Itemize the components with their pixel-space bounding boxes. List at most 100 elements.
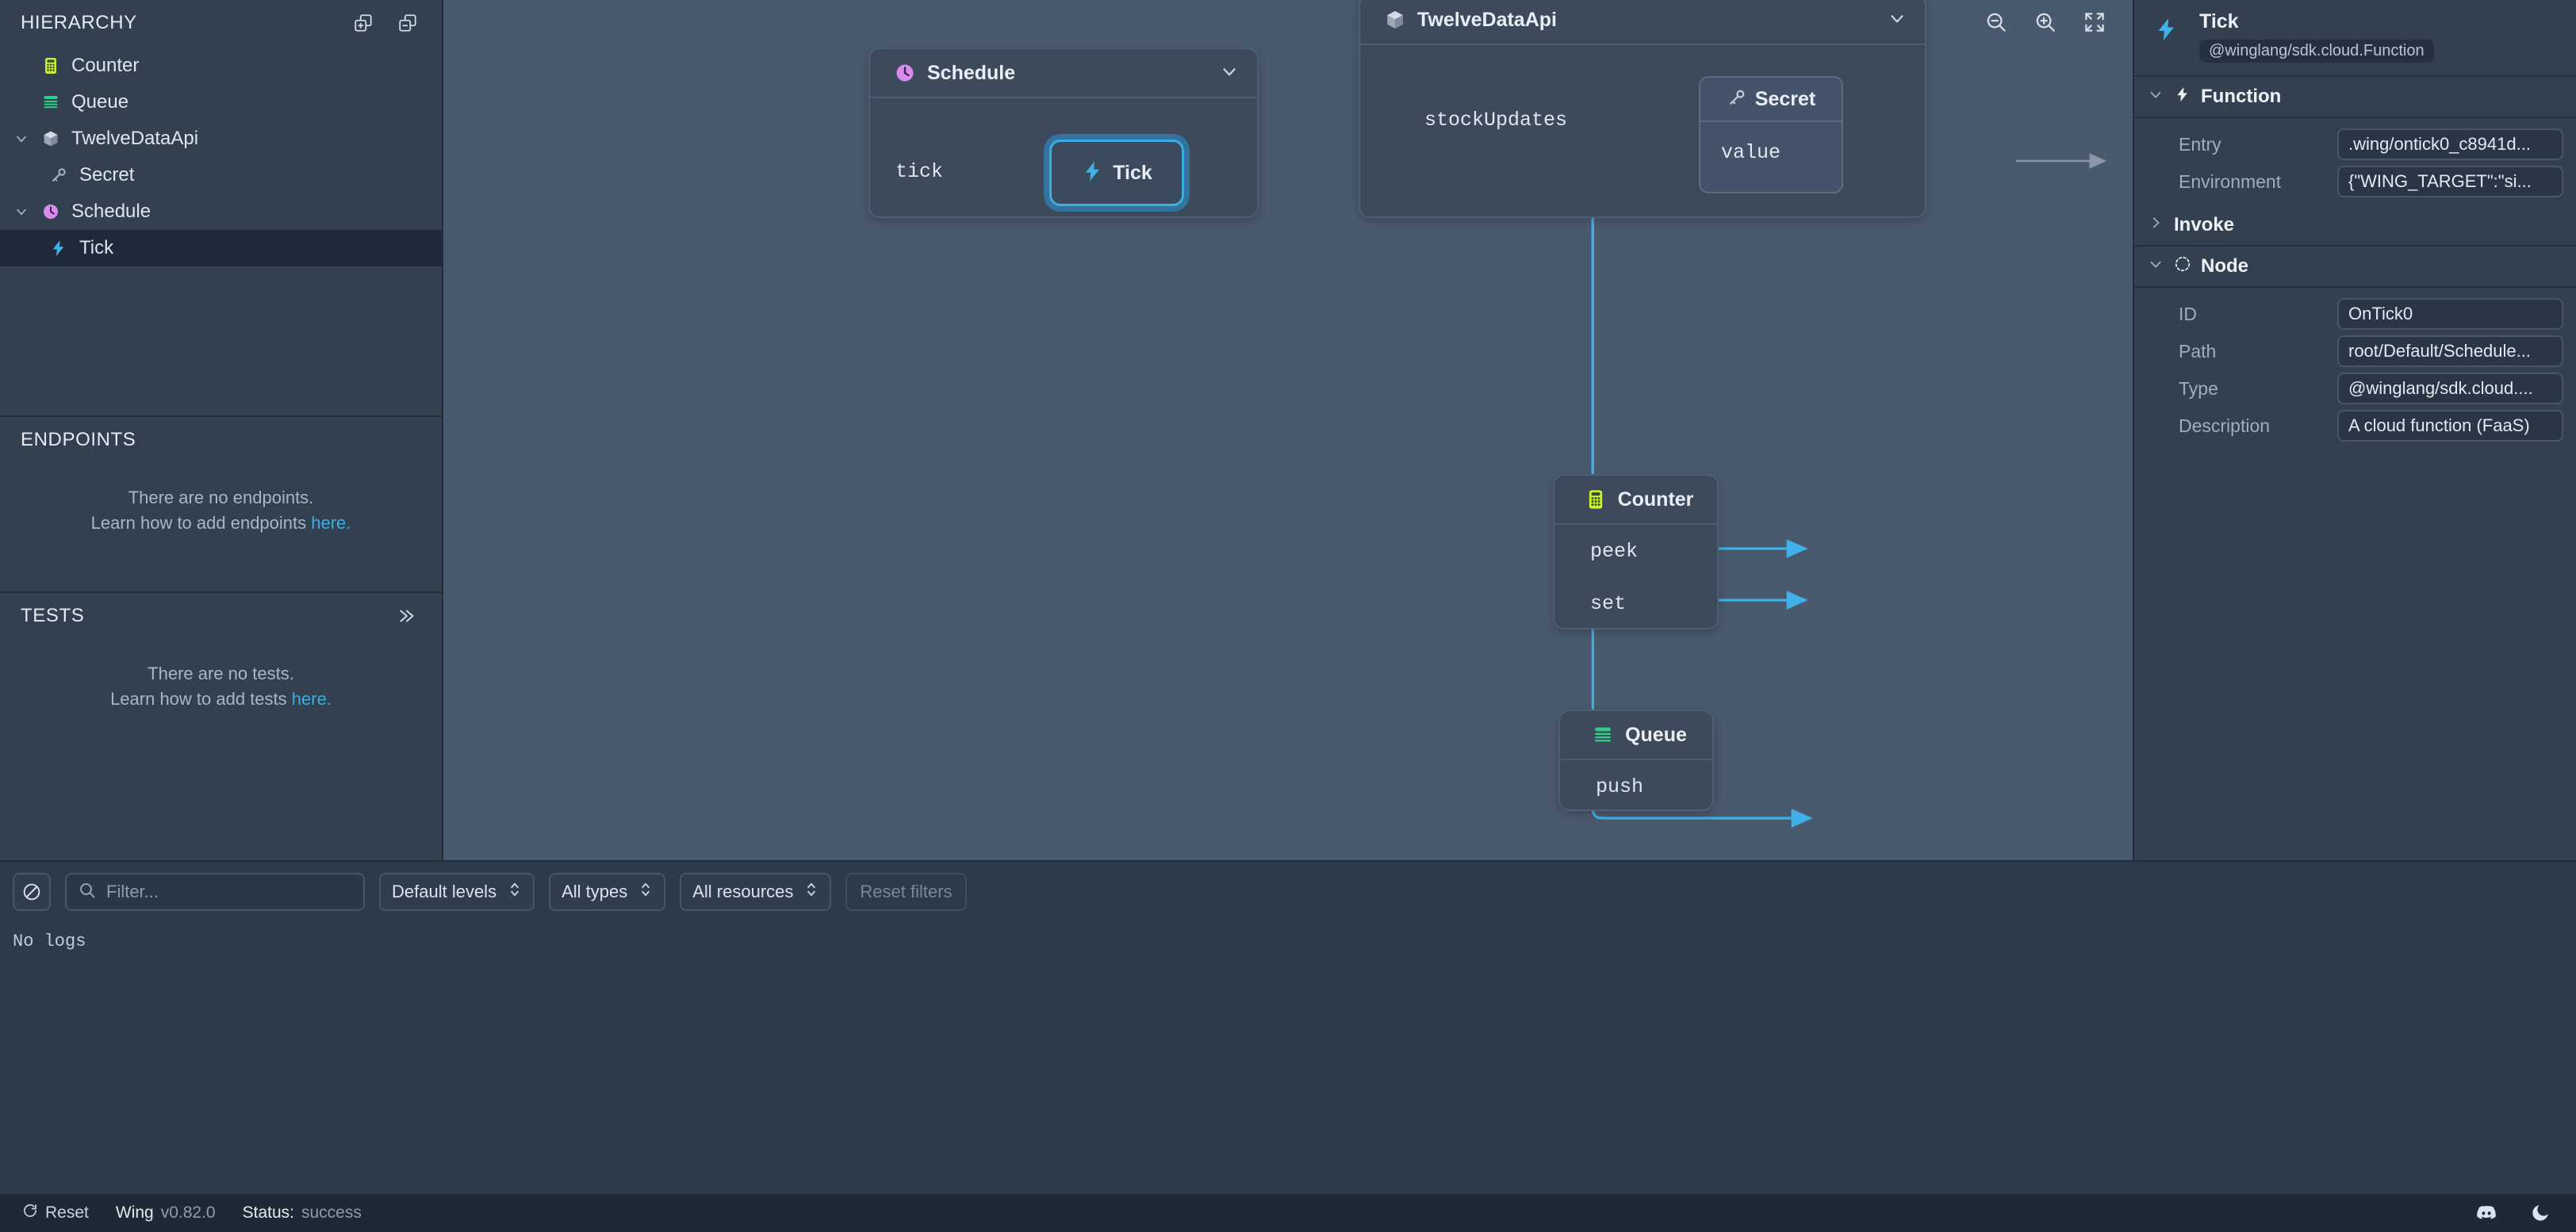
log-resources-select[interactable]: All resources: [680, 873, 832, 911]
field-value[interactable]: .wing/ontick0_c8941d...: [2337, 128, 2563, 160]
tree-item-twelvedataapi[interactable]: TwelveDataApi: [0, 121, 442, 157]
port-tick[interactable]: tick: [895, 160, 944, 183]
status-label: Status:: [242, 1203, 294, 1222]
cube-icon: [1378, 9, 1413, 31]
node-secret[interactable]: Secret value: [1699, 76, 1843, 193]
field-value[interactable]: root/Default/Schedule...: [2337, 335, 2563, 367]
field-label: Path: [2179, 340, 2217, 362]
function-icon: [2153, 11, 2188, 47]
hierarchy-header: HIERARCHY: [0, 0, 442, 46]
endpoints-help-link[interactable]: here.: [311, 512, 351, 533]
discord-icon[interactable]: [2473, 1199, 2500, 1226]
fit-screen-icon[interactable]: [2079, 6, 2110, 38]
divider: [0, 415, 442, 417]
function-icon: [1081, 159, 1105, 187]
clock-icon: [887, 62, 922, 84]
endpoints-empty-prefix: Learn how to add endpoints: [90, 512, 312, 533]
endpoints-empty-line2: Learn how to add endpoints here.: [0, 511, 442, 536]
node-schedule-header[interactable]: Schedule: [870, 49, 1257, 98]
zoom-out-icon[interactable]: [1980, 6, 2012, 38]
chevron-down-icon[interactable]: [1219, 61, 1240, 86]
inspector-section-node[interactable]: Node: [2134, 247, 2576, 288]
left-sidebar: HIERARCHY: [0, 0, 443, 860]
node-counter-header[interactable]: Counter: [1554, 476, 1717, 525]
dark-mode-icon[interactable]: [2527, 1199, 2554, 1226]
field-value[interactable]: OnTick0: [2337, 298, 2563, 330]
logs-toolbar: Default levels All types All resources R…: [0, 862, 2576, 920]
chevron-right-icon[interactable]: [2147, 214, 2164, 235]
function-icon: [43, 239, 75, 258]
node-twelvedataapi[interactable]: TwelveDataApi stockUpdates: [1359, 0, 1926, 218]
log-resources-label: All resources: [692, 882, 794, 901]
endpoints-title: ENDPOINTS: [21, 428, 136, 450]
chevron-down-icon[interactable]: [2147, 255, 2164, 277]
field-id: ID OnTick0: [2134, 296, 2576, 333]
hierarchy-tree: Counter Queue: [0, 46, 442, 266]
tests-empty-prefix: Learn how to add tests: [110, 688, 292, 709]
inspector-section-invoke[interactable]: Invoke: [2134, 205, 2576, 247]
tree-item-label: Schedule: [71, 201, 151, 222]
function-icon: [2174, 86, 2191, 107]
clock-icon: [35, 202, 67, 221]
search-icon: [78, 881, 97, 904]
tree-item-counter[interactable]: Counter: [0, 48, 442, 84]
zoom-in-icon[interactable]: [2030, 6, 2061, 38]
expand-all-icon[interactable]: [350, 10, 377, 36]
inspector-section-title: Function: [2201, 85, 2282, 107]
inspector-title: Tick: [2199, 10, 2239, 33]
node-twelvedataapi-header[interactable]: TwelveDataApi: [1360, 0, 1925, 45]
chevron-down-icon[interactable]: [2147, 86, 2164, 107]
app-version: v0.82.0: [160, 1203, 216, 1222]
endpoints-header: ENDPOINTS: [0, 417, 442, 463]
tree-item-queue[interactable]: Queue: [0, 84, 442, 121]
queue-icon: [35, 93, 67, 112]
field-description: Description A cloud function (FaaS): [2134, 407, 2576, 445]
log-levels-select[interactable]: Default levels: [379, 873, 535, 911]
tests-help-link[interactable]: here.: [291, 688, 332, 709]
run-all-tests-icon[interactable]: [394, 603, 421, 629]
node-queue[interactable]: Queue push: [1558, 710, 1714, 811]
inspector-section-function[interactable]: Function: [2134, 77, 2576, 118]
node-queue-header[interactable]: Queue: [1560, 711, 1712, 760]
port-stockupdates[interactable]: stockUpdates: [1424, 109, 1568, 132]
node-counter-title: Counter: [1617, 488, 1694, 511]
status-indicator: Status: success: [243, 1203, 362, 1222]
node-secret-header: Secret: [1700, 78, 1842, 122]
graph-canvas[interactable]: Schedule tick Tick: [443, 0, 2133, 860]
tests-empty-line2: Learn how to add tests here.: [0, 687, 442, 712]
node-tick[interactable]: Tick: [1049, 140, 1184, 206]
reset-button[interactable]: Reset: [22, 1203, 89, 1223]
tree-item-label: Counter: [71, 55, 140, 76]
clear-logs-icon[interactable]: [13, 873, 51, 911]
log-filter-field[interactable]: [65, 873, 365, 911]
field-value[interactable]: {"WING_TARGET":"si...: [2337, 166, 2563, 197]
key-icon: [43, 166, 75, 185]
tree-item-schedule[interactable]: Schedule: [0, 193, 442, 230]
node-schedule[interactable]: Schedule tick Tick: [868, 48, 1259, 218]
port-push[interactable]: push: [1596, 775, 1644, 798]
port-peek[interactable]: peek: [1590, 540, 1639, 563]
log-types-label: All types: [562, 882, 628, 901]
node-counter[interactable]: Counter peek set: [1553, 474, 1719, 629]
tree-item-tick[interactable]: Tick: [0, 230, 442, 266]
function-fields: Entry .wing/ontick0_c8941d... Environmen…: [2134, 118, 2576, 205]
chevron-down-icon[interactable]: [8, 131, 35, 147]
node-twelvedataapi-title: TwelveDataApi: [1417, 8, 1557, 31]
collapse-all-icon[interactable]: [394, 10, 421, 36]
port-value[interactable]: value: [1721, 141, 1781, 164]
chevron-down-icon[interactable]: [1887, 8, 1907, 33]
field-value[interactable]: @winglang/sdk.cloud....: [2337, 373, 2563, 404]
tree-item-secret[interactable]: Secret: [0, 157, 442, 193]
node-tick-label: Tick: [1113, 161, 1152, 184]
refresh-icon: [22, 1203, 38, 1223]
reset-filters-button[interactable]: Reset filters: [845, 873, 967, 911]
field-value[interactable]: A cloud function (FaaS): [2337, 410, 2563, 442]
version-info: Wing v0.82.0: [116, 1203, 216, 1222]
field-label: ID: [2179, 303, 2197, 324]
port-set[interactable]: set: [1590, 592, 1627, 615]
field-label: Entry: [2179, 133, 2221, 155]
log-types-select[interactable]: All types: [549, 873, 666, 911]
chevron-down-icon[interactable]: [8, 204, 35, 220]
inspector-header: Tick @winglang/sdk.cloud.Function: [2134, 0, 2576, 77]
log-filter-input[interactable]: [106, 882, 352, 902]
